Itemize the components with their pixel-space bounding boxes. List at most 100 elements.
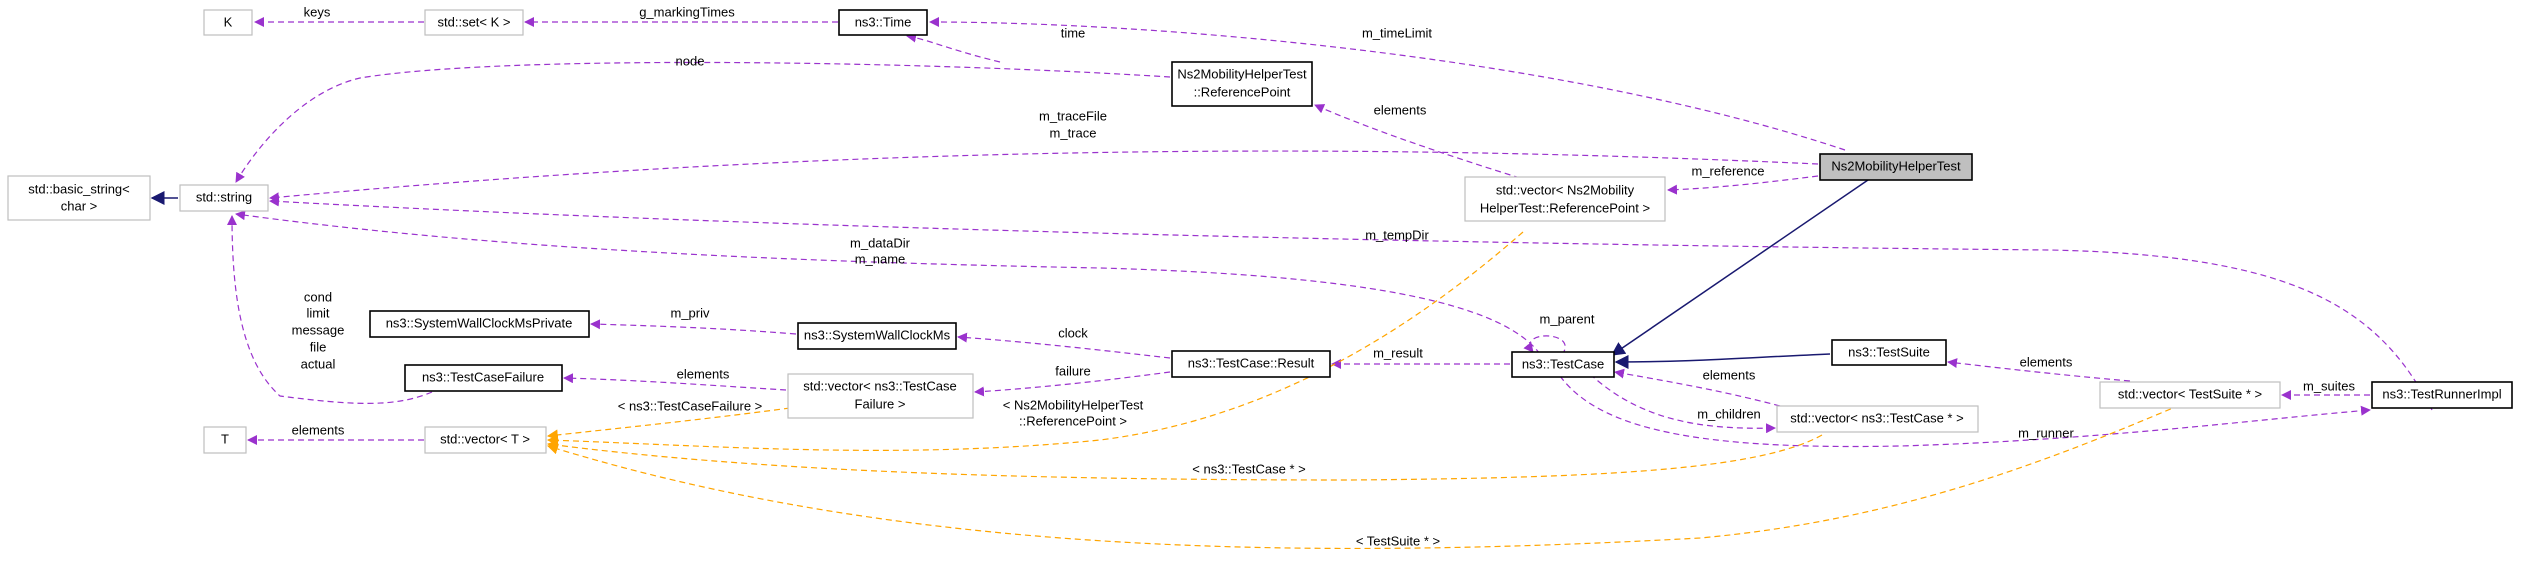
node-vector-testcase[interactable]: std::vector< ns3::TestCase * > xyxy=(1776,405,1979,433)
edge-testcase-string xyxy=(235,210,1541,355)
node-basic-string-label-1: std::basic_string< xyxy=(28,181,130,196)
edge-label-elements-suite: elements xyxy=(2020,354,2073,369)
edge-vector-testcase-testcase xyxy=(1614,368,1781,407)
node-string[interactable]: std::string xyxy=(179,184,269,212)
node-k-label: K xyxy=(224,14,233,29)
node-vector-failure-label-1: std::vector< ns3::TestCase xyxy=(803,378,957,393)
node-set-k-label: std::set< K > xyxy=(438,14,511,29)
edge-labels: keys g_markingTimes m_timeLimit time nod… xyxy=(292,4,2356,548)
edge-testcase-self xyxy=(1523,335,1566,356)
edge-label-clock: clock xyxy=(1058,325,1088,340)
edge-label-m-data-dir: m_dataDir xyxy=(850,235,911,250)
node-wallclock-private-label: ns3::SystemWallClockMsPrivate xyxy=(386,315,573,330)
edge-focus-testcase xyxy=(1610,179,1869,356)
edge-label-m-time-limit: m_timeLimit xyxy=(1362,25,1432,40)
node-vector-ref-label-2: HelperTest::ReferencePoint > xyxy=(1480,200,1650,215)
edge-testcase-vector-testcase xyxy=(1589,373,1776,434)
node-vector-testsuite[interactable]: std::vector< TestSuite * > xyxy=(2099,381,2281,409)
edge-label-cond: cond xyxy=(304,289,332,304)
node-k[interactable]: K xyxy=(203,9,253,36)
node-refpoint-label-1: Ns2MobilityHelperTest xyxy=(1177,66,1307,81)
edge-testsuite-testcase xyxy=(1614,353,1831,369)
edge-label-g-marking-times: g_markingTimes xyxy=(639,4,735,19)
nodes: K std::set< K > ns3::Time Ns2MobilityHel… xyxy=(7,9,2513,454)
edge-label-m-parent: m_parent xyxy=(1540,311,1595,326)
edge-label-elements-t: elements xyxy=(292,422,345,437)
edges xyxy=(150,17,2433,550)
node-result[interactable]: ns3::TestCase::Result xyxy=(1171,350,1331,378)
edge-label-node: node xyxy=(676,53,705,68)
node-basic-string[interactable]: std::basic_string< char > xyxy=(7,175,151,221)
node-wallclock-private[interactable]: ns3::SystemWallClockMsPrivate xyxy=(369,310,590,338)
node-testcase[interactable]: ns3::TestCase xyxy=(1511,351,1615,378)
edge-label-m-result: m_result xyxy=(1373,345,1423,360)
node-testcase-failure-label: ns3::TestCaseFailure xyxy=(422,369,544,384)
edge-label-m-temp-dir: m_tempDir xyxy=(1365,227,1429,242)
node-time-label: ns3::Time xyxy=(855,14,912,29)
edge-label-elements-failure: elements xyxy=(677,366,730,381)
edge-focus-string xyxy=(269,150,1819,203)
edge-label-file: file xyxy=(310,339,327,354)
node-wallclock[interactable]: ns3::SystemWallClockMs xyxy=(797,322,957,350)
edge-wallclock-private xyxy=(590,319,797,335)
node-result-label: ns3::TestCase::Result xyxy=(1188,355,1315,370)
node-testsuite-label: ns3::TestSuite xyxy=(1848,344,1930,359)
edge-label-tmpl-failure: < ns3::TestCaseFailure > xyxy=(618,398,763,413)
edge-label-elements-ref: elements xyxy=(1374,102,1427,117)
edge-refpoint-time xyxy=(906,32,1001,63)
node-runner-label: ns3::TestRunnerImpl xyxy=(2382,386,2501,401)
edge-tmpl-vector-suite xyxy=(546,404,2181,550)
edge-testcase-failure-string xyxy=(227,215,433,404)
node-time[interactable]: ns3::Time xyxy=(838,9,928,36)
edge-label-elements-testcase: elements xyxy=(1703,367,1756,382)
node-testsuite[interactable]: ns3::TestSuite xyxy=(1831,339,1947,366)
edge-label-m-suites: m_suites xyxy=(2303,378,2356,393)
edge-refpoint-string xyxy=(235,61,1171,183)
edge-label-tmpl-testcase: < ns3::TestCase * > xyxy=(1192,461,1305,476)
edge-label-m-reference: m_reference xyxy=(1692,163,1765,178)
edge-result-vector-failure xyxy=(974,371,1171,397)
edge-label-keys: keys xyxy=(304,4,331,19)
edge-label-failure: failure xyxy=(1055,363,1090,378)
edge-label-message: message xyxy=(292,322,345,337)
edge-label-m-trace: m_trace xyxy=(1050,125,1097,140)
node-testcase-failure[interactable]: ns3::TestCaseFailure xyxy=(404,364,563,392)
node-t[interactable]: T xyxy=(203,426,247,454)
edge-label-m-priv: m_priv xyxy=(670,305,710,320)
edge-label-tmpl-refpoint-2: ::ReferencePoint > xyxy=(1019,413,1127,428)
node-focus-label: Ns2MobilityHelperTest xyxy=(1831,158,1961,173)
node-refpoint[interactable]: Ns2MobilityHelperTest ::ReferencePoint xyxy=(1171,61,1313,107)
edge-label-tmpl-testsuite: < TestSuite * > xyxy=(1356,533,1440,548)
edge-tmpl-vector-testcase xyxy=(546,434,1823,481)
edge-focus-vector-ref xyxy=(1667,175,1819,195)
node-vector-failure[interactable]: std::vector< ns3::TestCase Failure > xyxy=(787,373,974,419)
edge-focus-time xyxy=(929,17,1846,151)
edge-vector-ref-refpoint xyxy=(1314,104,1521,179)
edge-label-m-name: m_name xyxy=(855,251,906,266)
node-vector-t-label: std::vector< T > xyxy=(440,431,530,446)
node-vector-ref[interactable]: std::vector< Ns2Mobility HelperTest::Ref… xyxy=(1464,176,1666,222)
node-vector-failure-label-2: Failure > xyxy=(855,396,906,411)
edge-label-limit: limit xyxy=(306,305,329,320)
edge-testcase-runner xyxy=(1559,375,2371,448)
edge-label-time: time xyxy=(1061,25,1086,40)
node-vector-ref-label-1: std::vector< Ns2Mobility xyxy=(1496,182,1635,197)
node-vector-testcase-label: std::vector< ns3::TestCase * > xyxy=(1790,410,1963,425)
edge-tmpl-vector-failure xyxy=(546,407,791,441)
edge-runner-string xyxy=(269,196,2433,411)
edge-vector-failure-failure xyxy=(563,373,787,391)
edge-label-m-trace-file: m_traceFile xyxy=(1039,108,1107,123)
node-t-label: T xyxy=(221,431,229,446)
node-vector-t[interactable]: std::vector< T > xyxy=(424,426,547,454)
node-vector-testsuite-label: std::vector< TestSuite * > xyxy=(2118,386,2262,401)
edge-label-m-children: m_children xyxy=(1697,406,1761,421)
node-wallclock-label: ns3::SystemWallClockMs xyxy=(804,327,951,342)
node-basic-string-label-2: char > xyxy=(61,198,98,213)
node-set-k[interactable]: std::set< K > xyxy=(424,9,524,36)
node-focus[interactable]: Ns2MobilityHelperTest xyxy=(1819,153,1973,181)
node-string-label: std::string xyxy=(196,189,252,204)
node-runner[interactable]: ns3::TestRunnerImpl xyxy=(2371,381,2513,409)
edge-label-tmpl-refpoint-1: < Ns2MobilityHelperTest xyxy=(1003,397,1144,412)
node-testcase-label: ns3::TestCase xyxy=(1522,356,1604,371)
